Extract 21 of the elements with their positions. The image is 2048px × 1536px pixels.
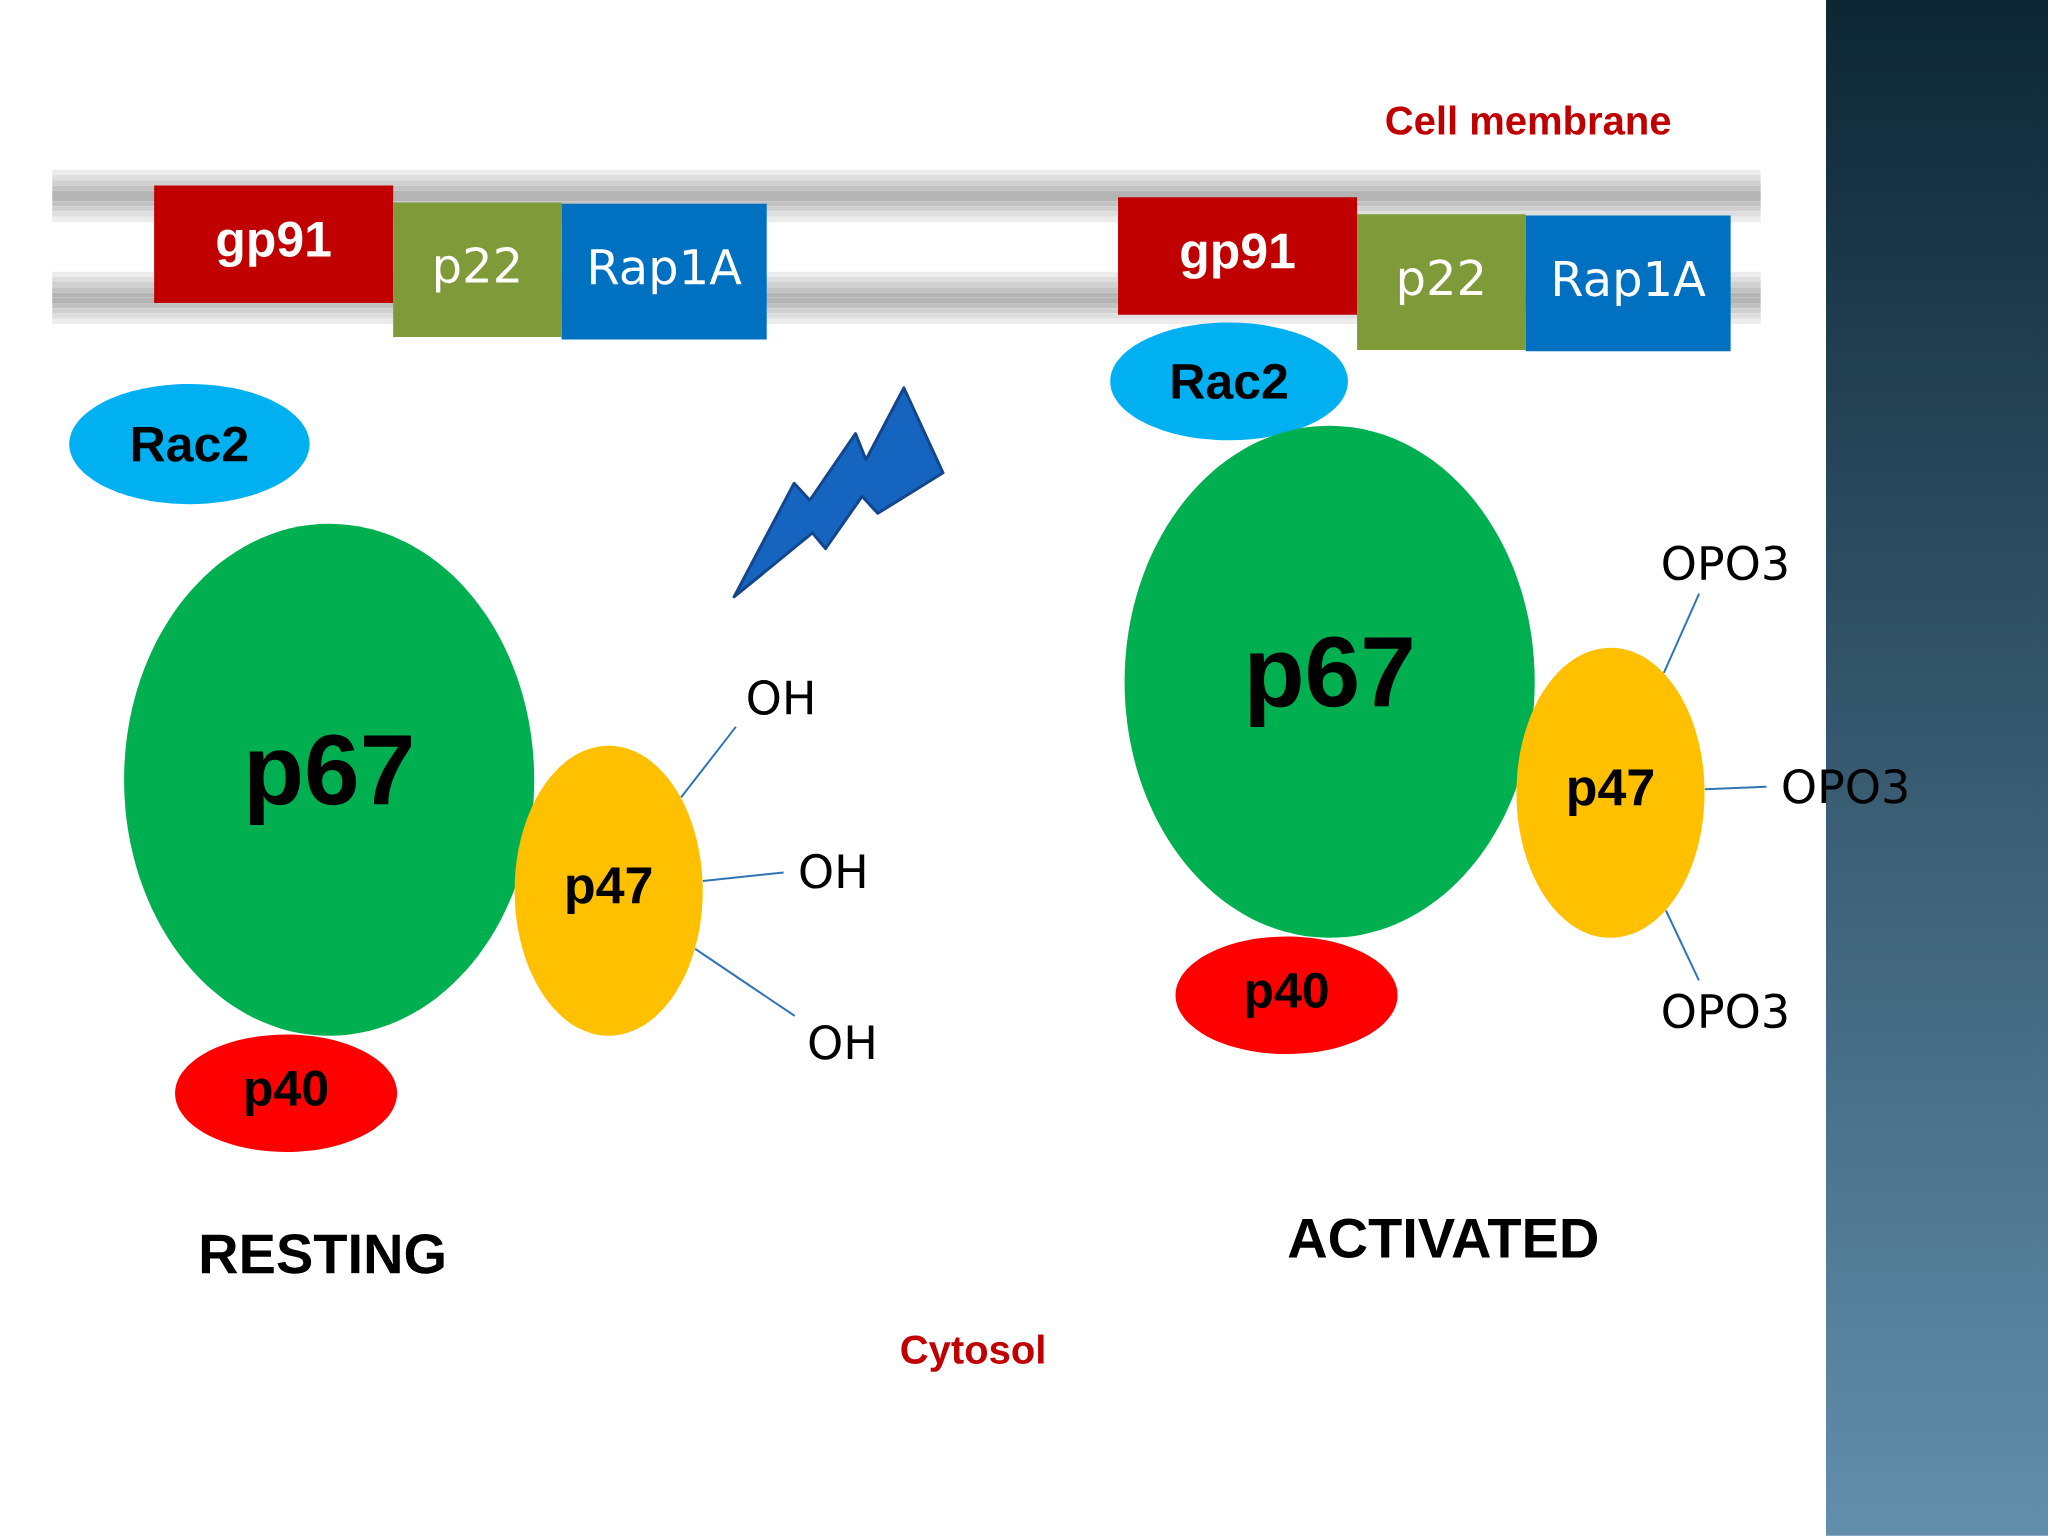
leader-line bbox=[701, 871, 785, 882]
group-label: OPO3 bbox=[1663, 993, 1787, 1029]
group-label: OH bbox=[800, 853, 865, 889]
protein-box: Rap1A bbox=[1525, 215, 1731, 352]
protein-box: Rap1A bbox=[561, 203, 767, 340]
leader-line bbox=[1664, 909, 1700, 982]
protein-box: gp91 bbox=[1118, 197, 1358, 315]
protein-box: p22 bbox=[393, 202, 562, 337]
protein-box: gp91 bbox=[154, 185, 394, 304]
protein-box: p22 bbox=[1357, 214, 1526, 351]
group-label: OPO3 bbox=[1663, 545, 1787, 581]
leader-line bbox=[694, 947, 796, 1017]
leader-line bbox=[680, 725, 737, 799]
group-label: OH bbox=[748, 680, 812, 715]
leader-line bbox=[1662, 592, 1701, 674]
membrane-label: Cell membrane bbox=[1386, 105, 1671, 135]
leader-line bbox=[1703, 785, 1768, 791]
state-label: ACTIVATED bbox=[1288, 1218, 1597, 1259]
state-label: RESTING bbox=[201, 1234, 444, 1274]
compartment-label: Cytosol bbox=[901, 1334, 1044, 1372]
group-label: OH bbox=[809, 1024, 874, 1060]
